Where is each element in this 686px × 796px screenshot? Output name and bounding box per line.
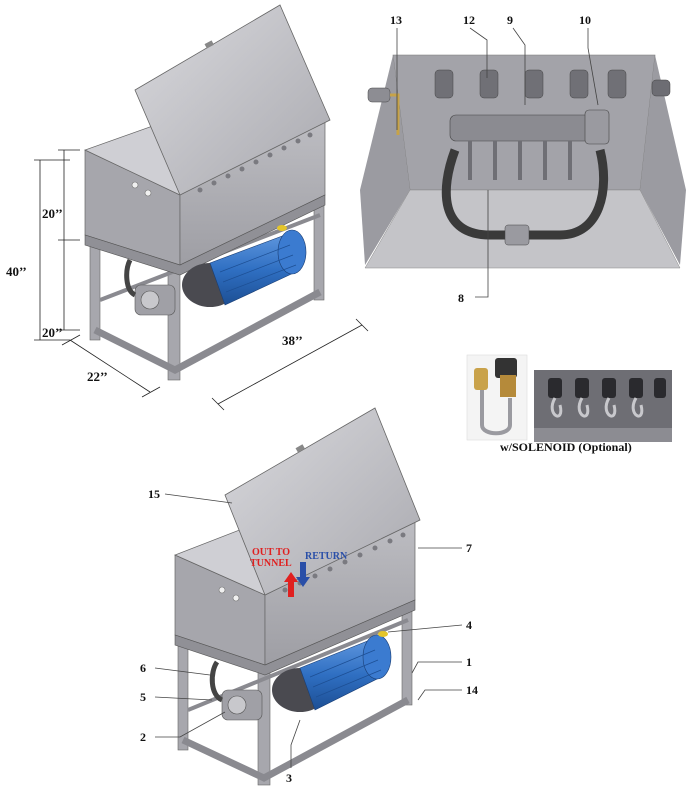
callout-9: 9: [507, 13, 513, 27]
callout-6: 6: [140, 661, 146, 675]
callout-10: 10: [579, 13, 591, 27]
callout-2: 2: [140, 730, 146, 744]
callout-13: 13: [390, 13, 402, 27]
solenoid-caption: w/SOLENOID (Optional): [500, 440, 632, 454]
dim-width: 22’’: [87, 369, 108, 384]
dim-height-lower: 20’’: [42, 325, 63, 340]
callout-3: 3: [286, 771, 292, 785]
tank-labeled-view: OUT TO TUNNEL RETURN 15 7 4: [140, 407, 478, 786]
callout-15: 15: [148, 487, 160, 501]
callout-4: 4: [466, 618, 472, 632]
callout-5: 5: [140, 690, 146, 704]
callout-14: 14: [466, 683, 478, 697]
return-arrow: [296, 562, 310, 587]
callout-12: 12: [463, 13, 475, 27]
callout-8: 8: [458, 291, 464, 305]
return-label: RETURN: [305, 551, 348, 562]
tank-dimensioned-view: 20’’ 40’’ 20’’ 22’’ 38’’: [6, 4, 369, 411]
manifold-detail-view: 13 12 9 10 8: [360, 13, 686, 305]
dim-length: 38’’: [282, 333, 303, 348]
solenoid-inset: [466, 354, 672, 442]
out-to-tunnel-label-1: OUT TO: [252, 547, 290, 558]
callout-1: 1: [466, 655, 472, 669]
dim-height-total: 40’’: [6, 264, 27, 279]
out-to-tunnel-label-2: TUNNEL: [250, 558, 292, 569]
callout-7: 7: [466, 541, 472, 555]
out-to-tunnel-arrow: [284, 572, 298, 597]
dim-height-upper: 20’’: [42, 206, 63, 221]
